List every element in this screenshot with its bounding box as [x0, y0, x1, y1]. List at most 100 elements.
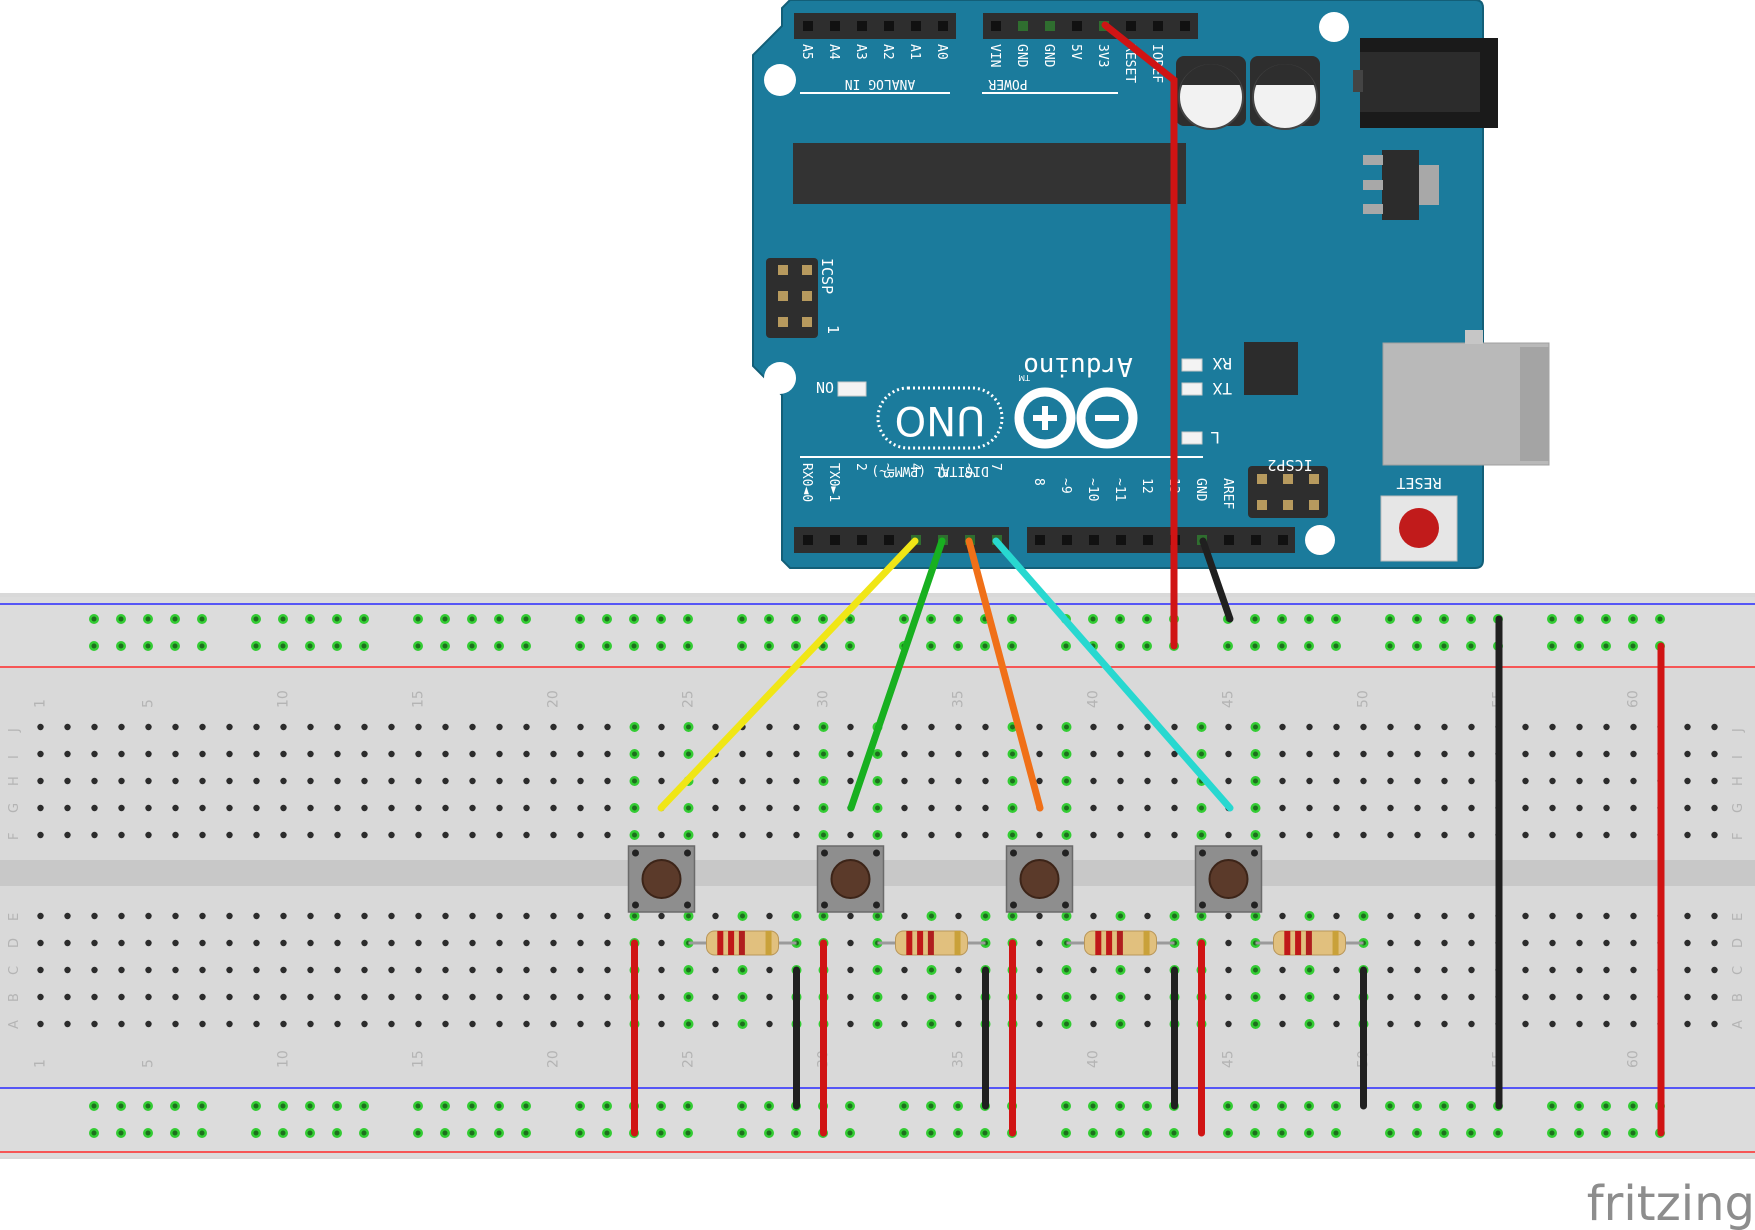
breadboard-hole [280, 912, 287, 920]
breadboard-hole [1414, 993, 1421, 1001]
breadboard-hole-center [821, 832, 826, 838]
breadboard-hole [280, 993, 287, 1001]
wires [657, 21, 1665, 1137]
pushbutton-cap[interactable] [1208, 859, 1249, 899]
breadboard-hole [712, 993, 719, 1001]
dc-jack-ring [1360, 52, 1480, 112]
breadboard-hole [901, 831, 908, 839]
breadboard-hole-center [118, 1103, 124, 1109]
breadboard-bottom-rail-strip [0, 1087, 1755, 1157]
breadboard-hole [901, 966, 908, 974]
breadboard-hole [1090, 966, 1097, 974]
breadboard-hole-center [1253, 1021, 1258, 1027]
breadboard-hole [1603, 804, 1610, 812]
breadboard-hole-center [1010, 751, 1015, 757]
breadboard-hole [388, 993, 395, 1001]
pushbutton-cap[interactable] [830, 859, 871, 899]
pin-label: GND [1014, 44, 1029, 68]
breadboard-hole [1225, 966, 1232, 974]
breadboard: 1155101015152020252530303535404045455050… [0, 593, 1755, 1159]
pushbutton[interactable] [1194, 845, 1263, 913]
breadboard-hole [307, 939, 314, 947]
pushbutton[interactable] [627, 845, 696, 913]
pushbutton-screw [1010, 901, 1017, 909]
breadboard-hole [91, 804, 98, 812]
breadboard-hole-center [1225, 1103, 1231, 1109]
breadboard-hole-center [632, 805, 637, 811]
breadboard-hole [766, 804, 773, 812]
icsp-pins [778, 265, 812, 327]
pushbutton[interactable] [816, 845, 885, 913]
breadboard-hole [901, 912, 908, 920]
reset-button-cap[interactable] [1399, 508, 1439, 548]
breadboard-hole-center [118, 616, 124, 622]
breadboard-hole [496, 804, 503, 812]
breadboard-hole [577, 723, 584, 731]
breadboard-hole [1549, 723, 1556, 731]
breadboard-hole-center [901, 616, 907, 622]
breadboard-hole-center [847, 616, 853, 622]
breadboard-hole [280, 723, 287, 731]
breadboard-hole [847, 912, 854, 920]
breadboard-hole [37, 993, 44, 1001]
pin-label: ~9 [1058, 478, 1073, 494]
breadboard-hole-center [1576, 643, 1582, 649]
breadboard-hole [1630, 777, 1637, 785]
breadboard-hole [1711, 750, 1718, 758]
breadboard-hole [955, 993, 962, 1001]
breadboard-hole [1387, 912, 1394, 920]
breadboard-hole [523, 939, 530, 947]
breadboard-hole [1630, 750, 1637, 758]
breadboard-hole [1441, 777, 1448, 785]
pushbutton[interactable] [1005, 845, 1074, 913]
breadboard-hole [496, 993, 503, 1001]
breadboard-hole [847, 1020, 854, 1028]
breadboard-hole [280, 777, 287, 785]
breadboard-hole [1279, 831, 1286, 839]
breadboard-hole-center [361, 616, 367, 622]
breadboard-hole [1522, 912, 1529, 920]
breadboard-hole [1090, 1020, 1097, 1028]
breadboard-hole [64, 993, 71, 1001]
breadboard-hole [1630, 966, 1637, 974]
breadboard-hole [523, 750, 530, 758]
breadboard-hole [253, 777, 260, 785]
pin-label: 3V3 [1095, 44, 1110, 67]
breadboard-hole [1171, 831, 1178, 839]
capacitor-stripe [1255, 64, 1315, 85]
breadboard-hole [1171, 750, 1178, 758]
breadboard-hole [1387, 993, 1394, 1001]
column-number-top: 25 [681, 690, 697, 708]
breadboard-hole-center [1172, 913, 1177, 919]
breadboard-hole [334, 804, 341, 812]
breadboard-hole [118, 993, 125, 1001]
breadboard-hole-center [1199, 913, 1204, 919]
pin-label: ~11 [1112, 478, 1127, 501]
column-number-bottom: 1 [33, 1059, 49, 1068]
breadboard-hole-center [1144, 1103, 1150, 1109]
icsp-pin [778, 317, 788, 327]
breadboard-hole-center [172, 616, 178, 622]
breadboard-hole-center [821, 751, 826, 757]
header-pin [1180, 21, 1190, 31]
breadboard-hole [1387, 1020, 1394, 1028]
wire-black-gnd [1199, 537, 1234, 623]
breadboard-hole-center [686, 751, 691, 757]
breadboard-hole-center [199, 643, 205, 649]
row-letter: G [7, 803, 22, 813]
breadboard-hole [1468, 912, 1475, 920]
breadboard-hole [1036, 966, 1043, 974]
breadboard-hole-center [1064, 805, 1069, 811]
usb-interface-chip [1244, 342, 1298, 395]
breadboard-hole [469, 750, 476, 758]
breadboard-hole-center [766, 616, 772, 622]
pushbutton-cap[interactable] [1019, 859, 1060, 899]
breadboard-hole [577, 831, 584, 839]
breadboard-hole-center [1414, 643, 1420, 649]
breadboard-hole-center [1630, 1130, 1636, 1136]
breadboard-hole-center [334, 1130, 340, 1136]
row-letter: H [1731, 776, 1746, 786]
breadboard-hole [847, 750, 854, 758]
pushbutton-cap[interactable] [641, 859, 682, 899]
breadboard-hole-center [172, 643, 178, 649]
